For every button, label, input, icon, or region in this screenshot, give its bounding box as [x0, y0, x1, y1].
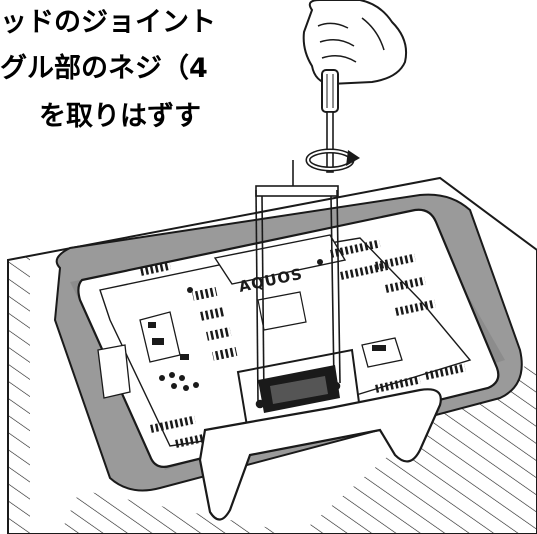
tv-stand: [198, 348, 442, 521]
instruction-line-2: グル部のネジ（4: [0, 53, 208, 84]
hand-with-screwdriver-icon: [302, 0, 408, 173]
screw-guide-lines: [255, 160, 341, 409]
rotate-arrow-icon: [305, 148, 360, 172]
instruction-line-1: ッドのジョイント: [0, 7, 216, 38]
instruction-line-3: を取りはずす: [39, 101, 201, 132]
instruction-text: ッドのジョイント グル部のネジ（4 を取りはずす: [0, 0, 250, 150]
